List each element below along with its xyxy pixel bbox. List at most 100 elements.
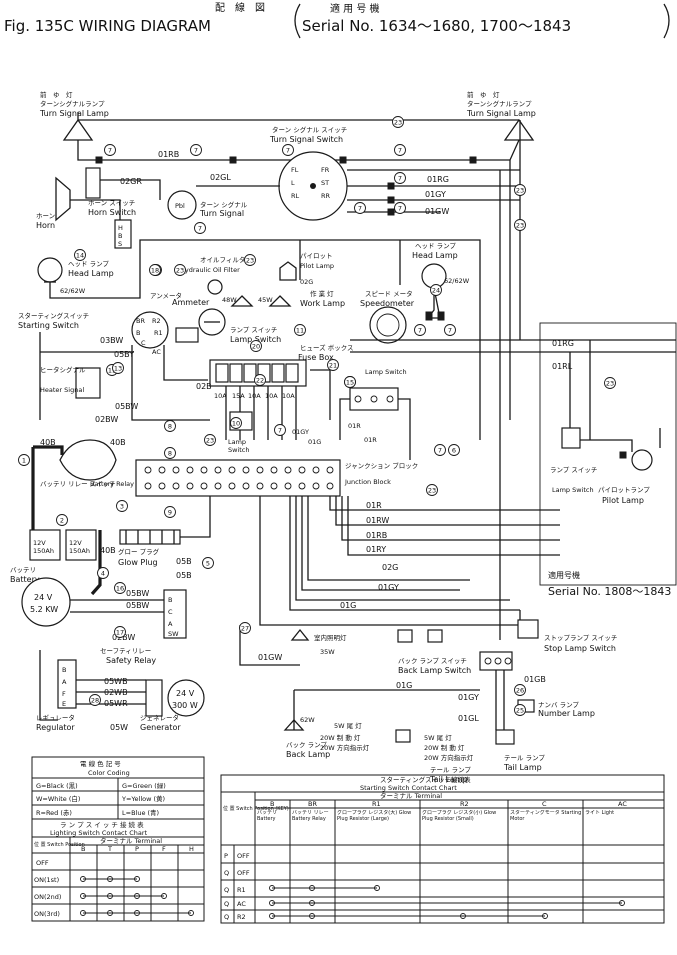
fuse-box: ヒューズ ボックス Fuse Box 10A 15A 10A 10A 10A xyxy=(209,343,354,400)
generator-label: Generator xyxy=(140,723,181,732)
turn-lamp-left: 前 ゆ 灯 ターンシグナルランプ Turn Signal Lamp xyxy=(39,90,109,141)
callout-number: 13 xyxy=(114,365,122,373)
starting-desc-ac: ライト Light xyxy=(585,810,615,816)
svg-text:B: B xyxy=(62,666,66,674)
lamp-rating-6: 20W 方向指示灯 xyxy=(424,753,474,762)
wire-01gy-j: 01GY xyxy=(378,583,399,592)
speedometer-jp: スピード メータ xyxy=(365,289,413,298)
rating-45w: 45W xyxy=(258,296,273,304)
starting-row-0-pos: OFF xyxy=(237,852,250,860)
callout-number: 23 xyxy=(394,119,402,127)
wire-05b-b: 05B xyxy=(176,571,192,580)
color-row-1-a: W=White (白) xyxy=(36,794,80,803)
callout-circle xyxy=(274,424,286,436)
oil-filter-jp: オイルフィルタ xyxy=(200,255,245,264)
callout-number: 23 xyxy=(516,222,524,230)
safety-relay-label: Safety Relay xyxy=(106,656,156,665)
starting-row-4-pos: R2 xyxy=(237,913,246,921)
svg-text:C: C xyxy=(168,608,173,616)
callout-number: 5 xyxy=(206,560,210,568)
wire-01rb-j: 01RB xyxy=(366,531,387,540)
pilot-lamp-jp: パイロット xyxy=(300,252,333,260)
lighting-row-off: OFF xyxy=(36,859,49,867)
turn-signal-label: Turn Signal xyxy=(199,209,244,218)
callout-circle xyxy=(448,444,460,456)
turn-signal-switch: ターン シグナル スイッチ Turn Signal Switch FL L RL… xyxy=(269,125,348,221)
starting-col-br: BR xyxy=(308,800,317,808)
wire-02bw-a: 02BW xyxy=(95,415,118,424)
svg-text:10A: 10A xyxy=(214,392,227,400)
callout-circle xyxy=(254,374,266,386)
tail-lamp2-label: Tail Lamp xyxy=(429,775,468,784)
turn-lamp-right: 前 ゆ 灯 ターンシグナルランプ Turn Signal Lamp xyxy=(466,90,536,141)
wire-01gw-b: 01GW xyxy=(258,653,282,662)
battery-relay-jp: バッテリ リレー スイッチ xyxy=(40,480,116,488)
oil-filter-label: Hydraulic Oil Filter xyxy=(180,266,240,274)
callout-number: 16 xyxy=(116,585,124,593)
turn-lamp-right-label: Turn Signal Lamp xyxy=(466,109,536,118)
svg-text:RL: RL xyxy=(291,192,300,200)
callout-number: 7 xyxy=(448,327,452,335)
starting-col-b: B xyxy=(270,800,274,808)
wire-05bw-a: 05BW xyxy=(115,402,138,411)
head-lamp-left-label: Head Lamp xyxy=(68,269,114,278)
svg-text:300 W: 300 W xyxy=(172,701,198,710)
callout-circle xyxy=(444,324,456,336)
head-lamp-right-label: Head Lamp xyxy=(412,251,458,260)
horn-jp: ホーン xyxy=(36,212,55,220)
turn-lamp-right-jp: 前 ゆ 灯 xyxy=(467,90,500,99)
lighting-col-p: P xyxy=(135,845,139,853)
lamp-switch-jp: ランプ スイッチ xyxy=(230,326,277,334)
starting-switch-jp: スターティングスイッチ xyxy=(18,311,89,320)
stop-lamp-switch-label: Stop Lamp Switch xyxy=(544,644,616,653)
starter-motor: 24 V 5.2 KW xyxy=(21,577,71,627)
callout-circle xyxy=(514,184,526,196)
callout-number: 10 xyxy=(232,420,240,428)
starting-desc-b: バッテリ Battery xyxy=(257,810,278,822)
horn: ホーン Horn xyxy=(36,176,71,230)
tail-lamp-left-rating: 5W 尾 灯 20W 制 動 灯 20W 方向指示灯 xyxy=(320,721,411,752)
generator: 24 V 300 W ジェネレータ Generator xyxy=(140,679,205,732)
svg-text:5.2 KW: 5.2 KW xyxy=(30,605,58,614)
callout-number: 8 xyxy=(168,423,172,431)
wire-62-62w-left: 62/62W xyxy=(60,287,86,295)
color-row-0-a: G=Black (黒) xyxy=(36,782,78,790)
serial-paren-right xyxy=(663,3,670,39)
callout-circle xyxy=(604,377,616,389)
turn-signal-relay: Pbl ターン シグナル Turn Signal 02GL xyxy=(167,173,248,220)
ammeter-label: Ammeter xyxy=(172,298,210,307)
lighting-chart-title-jp: ラ ン プ ス イ ッ チ 接 続 表 xyxy=(60,820,144,829)
work-lamp: 作 業 灯 Work Lamp 45W xyxy=(230,289,345,308)
turn-lamp-left-jp2: ターンシグナルランプ xyxy=(40,99,105,108)
svg-text:S: S xyxy=(118,240,122,248)
lighting-row-1st: ON(1st) xyxy=(34,876,59,884)
callout-number: 18 xyxy=(151,267,159,275)
svg-text:SW: SW xyxy=(168,630,179,638)
svg-text:ST: ST xyxy=(321,179,329,187)
callout-circle xyxy=(354,202,366,214)
callout-circle xyxy=(327,359,339,371)
callout-circle xyxy=(230,417,242,429)
indoor-lamp: 室内照明灯 35W xyxy=(290,628,347,656)
lighting-row-3rd: ON(3rd) xyxy=(34,910,60,918)
callout-number: 7 xyxy=(358,205,362,213)
head-lamp-left-jp: ヘッド ランプ xyxy=(68,260,109,268)
wire-01rg-r: 01RG xyxy=(552,339,574,348)
generator-jp: ジェネレータ xyxy=(140,713,179,722)
tail-lamp-right: テール ランプ Tail Lamp xyxy=(495,729,545,772)
turn-switch-label: Turn Signal Switch xyxy=(269,135,343,144)
horn-switch-jp: ホーン スイッチ xyxy=(88,199,135,207)
battery-jp: バッテリ xyxy=(10,566,36,574)
starting-row-3-key: Q xyxy=(224,900,229,908)
callout-number: 7 xyxy=(398,205,402,213)
callout-circle xyxy=(430,284,442,296)
wire-01gy: 01GY xyxy=(425,190,446,199)
callout-markers: 7777777777772323232323232323232211181914… xyxy=(18,116,616,716)
lamp-rating-2: 20W 制 動 灯 xyxy=(320,733,361,742)
svg-text:RR: RR xyxy=(321,192,331,200)
wire-01gl: 01GL xyxy=(458,714,479,723)
color-row-2-a: R=Red (赤) xyxy=(36,809,72,817)
